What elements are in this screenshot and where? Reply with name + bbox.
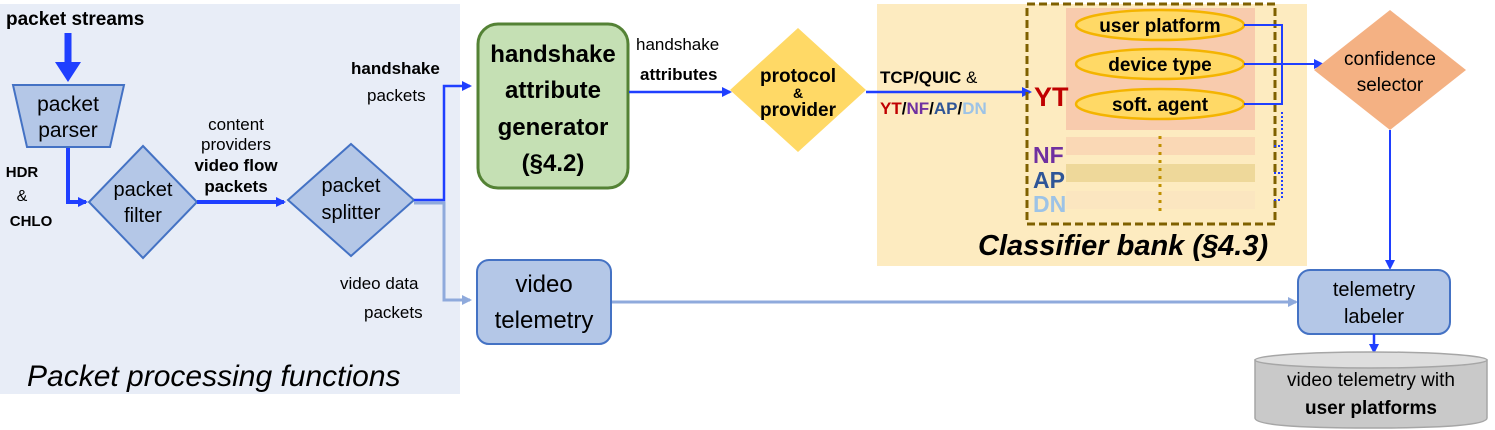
- telemetry-labeler-label-2: labeler: [1344, 306, 1404, 328]
- handshake-attributes-label-2: attributes: [640, 65, 717, 84]
- output-store-top: [1254, 351, 1488, 369]
- classifier-bank-box: [1025, 2, 1277, 226]
- confidence-selector-node: [1314, 10, 1466, 130]
- telemetry-labeler-label-1: telemetry: [1333, 279, 1415, 301]
- splitter-to-generator-arrow: [414, 81, 472, 202]
- generator-label-2: attribute: [505, 77, 601, 104]
- hdr-label: HDR: [6, 164, 39, 181]
- generator-label-1: handshake: [490, 41, 615, 68]
- handshake-attribute-generator-node: [476, 22, 630, 190]
- confidence-selector-label-2: selector: [1357, 75, 1424, 96]
- video-telemetry-label-2: telemetry: [495, 307, 594, 334]
- output-store-label-2: user platforms: [1305, 398, 1437, 419]
- protocol-label: protocol: [760, 66, 836, 87]
- parser-to-filter-arrow: [66, 148, 88, 207]
- packet-splitter-label-2: splitter: [322, 202, 381, 224]
- handshake-packets-label-1: handshake: [351, 59, 440, 78]
- generator-label-3: generator: [498, 114, 609, 141]
- handshake-attributes-label-1: handshake: [636, 35, 719, 54]
- nf-row-label: NF: [1033, 142, 1064, 168]
- ap-row-label: AP: [1033, 167, 1065, 193]
- classifier-bank-caption: Classifier bank (§4.3): [978, 230, 1268, 262]
- protocol-provider-node: [730, 28, 866, 152]
- packet-streams-arrowhead: [55, 62, 81, 82]
- video-data-packets-label-1: video data: [340, 274, 419, 293]
- output-store-node: [1254, 359, 1488, 429]
- video-telemetry-label-1: video: [515, 271, 572, 298]
- confidence-selector-label-1: confidence: [1344, 49, 1436, 70]
- handshake-packets-label-2: packets: [367, 86, 426, 105]
- hdr-amp-label: &: [17, 188, 28, 205]
- splitter-to-video-telemetry-arrow: [414, 201, 472, 305]
- chlo-label: CHLO: [10, 213, 53, 230]
- soft-agent-label: soft. agent: [1112, 95, 1209, 116]
- packet-parser-node: [11, 84, 126, 148]
- packet-splitter-node: [286, 142, 416, 258]
- tcp-quic-label: TCP/QUIC &: [880, 68, 978, 87]
- packet-parser-label-2: parser: [38, 119, 98, 142]
- packet-splitter-label-1: packet: [322, 175, 381, 197]
- video-telemetry-node: [476, 259, 612, 345]
- video-flow-label: video flow: [194, 156, 278, 175]
- providers-label: providers: [201, 135, 271, 154]
- dn-row-label: DN: [1033, 191, 1066, 217]
- user-platform-output-line: [1244, 24, 1283, 64]
- ap-row-bar: [1066, 164, 1255, 182]
- packet-streams-label: packet streams: [6, 9, 144, 30]
- packet-filter-label-1: packet: [114, 179, 173, 201]
- protocol-amp-label: &: [793, 85, 803, 101]
- provider-label: provider: [760, 100, 837, 121]
- packet-parser-label-1: packet: [37, 93, 99, 116]
- content-label: content: [208, 115, 264, 134]
- user-platform-label: user platform: [1099, 16, 1220, 37]
- collapsed-rows-output-lines: [1274, 112, 1283, 201]
- provider-list-label: YT/NF/AP/DN: [880, 99, 987, 118]
- output-store-label-1: video telemetry with: [1287, 370, 1455, 391]
- packet-filter-label-2: filter: [124, 205, 162, 227]
- yt-row-label: YT: [1034, 82, 1069, 112]
- device-type-label: device type: [1108, 55, 1212, 76]
- soft-agent-output-line: [1244, 64, 1283, 105]
- packet-filter-node: [87, 144, 199, 260]
- packet-processing-caption: Packet processing functions: [27, 360, 401, 393]
- generator-label-4: (§4.2): [522, 150, 585, 177]
- video-data-packets-label-2: packets: [364, 303, 423, 322]
- packets-label: packets: [204, 177, 267, 196]
